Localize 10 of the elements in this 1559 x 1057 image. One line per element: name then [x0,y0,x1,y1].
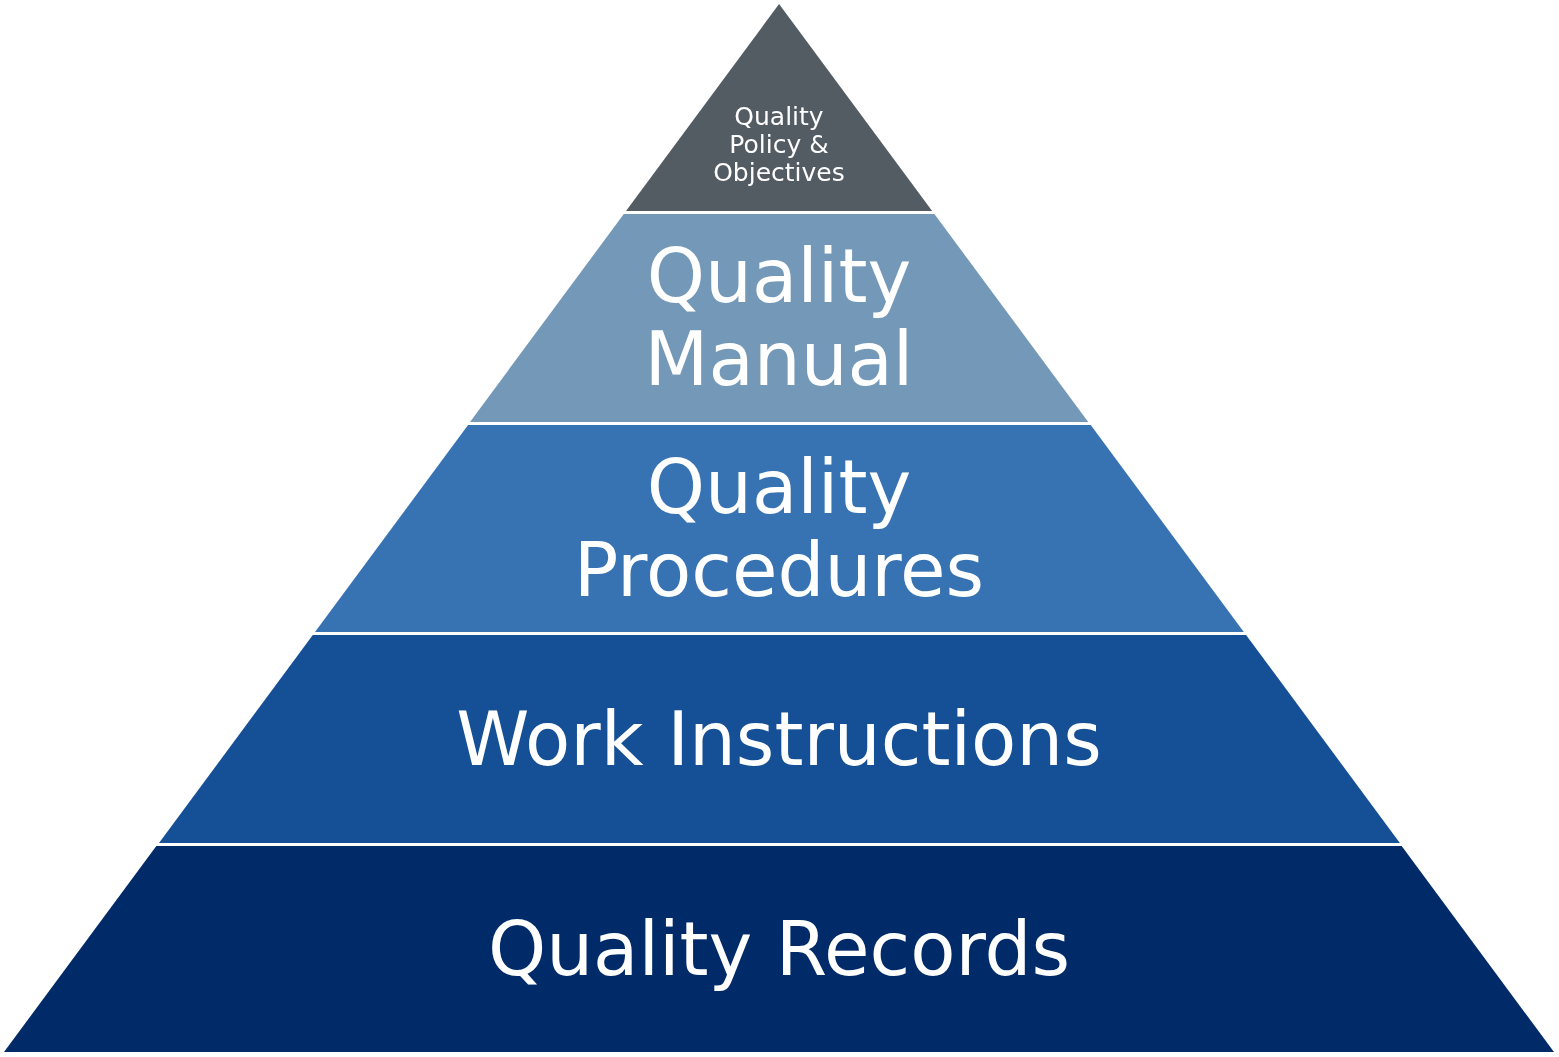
pyramid-tier [625,4,933,211]
tier-label: Work Instructions [456,697,1102,781]
pyramid-tier [314,425,1244,632]
pyramid-tier [4,846,1554,1052]
tier-label: Quality Procedures [572,445,986,612]
tier-label: Quality Manual [643,235,915,401]
tier-label: Quality Records [487,907,1071,991]
pyramid-tier [158,635,1400,843]
tier-label: Quality Policy & Objectives [712,103,846,187]
pyramid-tier [469,214,1089,422]
